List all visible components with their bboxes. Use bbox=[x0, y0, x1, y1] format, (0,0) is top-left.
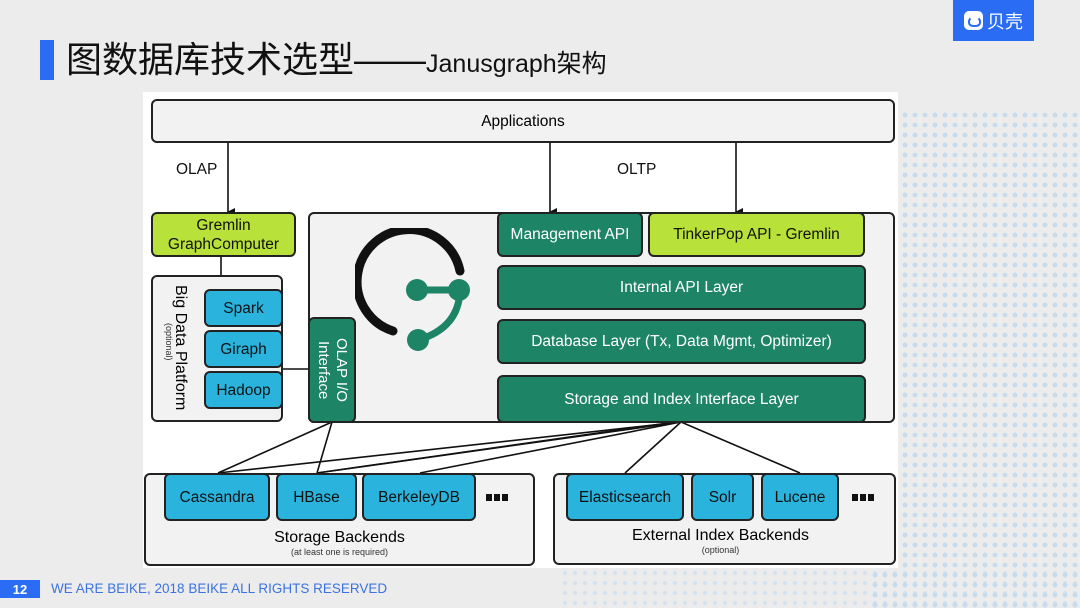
index-more-icon bbox=[852, 494, 874, 501]
janusgraph-logo-icon bbox=[355, 228, 470, 351]
line-storage-cassandra bbox=[217, 421, 682, 474]
cassandra-box: Cassandra bbox=[164, 473, 270, 521]
big-data-platform-title: Big Data Platform bbox=[172, 285, 189, 411]
lucene-box: Lucene bbox=[761, 473, 839, 521]
database-layer-label: Database Layer (Tx, Data Mgmt, Optimizer… bbox=[531, 333, 832, 350]
title-accent-bar bbox=[40, 40, 54, 80]
tinkerpop-api-label: TinkerPop API - Gremlin bbox=[673, 226, 840, 243]
applications-box: Applications bbox=[151, 99, 895, 143]
elasticsearch-box: Elasticsearch bbox=[566, 473, 684, 521]
cassandra-label: Cassandra bbox=[179, 488, 255, 506]
footer-text: WE ARE BEIKE, 2018 BEIKE ALL RIGHTS RESE… bbox=[51, 581, 388, 596]
giraph-box: Giraph bbox=[204, 330, 283, 368]
line-storage-elasticsearch bbox=[624, 421, 682, 474]
gremlin-graphcomputer-box: Gremlin GraphComputer bbox=[151, 212, 296, 257]
tinkerpop-api-box: TinkerPop API - Gremlin bbox=[648, 212, 865, 257]
internal-api-layer-box: Internal API Layer bbox=[497, 265, 866, 310]
line-storage-hbase-2 bbox=[316, 421, 676, 474]
index-backends-note: (optional) bbox=[701, 545, 740, 555]
beike-logo: 贝壳 bbox=[953, 0, 1034, 41]
olap-io-interface-box: OLAP I/O Interface bbox=[308, 317, 356, 423]
line-storage-berkeleydb bbox=[419, 421, 682, 474]
oltp-label: OLTP bbox=[617, 161, 657, 178]
lucene-label: Lucene bbox=[774, 488, 826, 506]
beike-house-icon bbox=[964, 11, 983, 30]
applications-label: Applications bbox=[481, 112, 565, 130]
line-olapio-cassandra bbox=[217, 421, 333, 474]
olap-label: OLAP bbox=[176, 161, 218, 178]
storage-index-interface-layer-box: Storage and Index Interface Layer bbox=[497, 375, 866, 423]
hadoop-box: Hadoop bbox=[204, 371, 283, 409]
page-number: 12 bbox=[0, 580, 40, 598]
logo-text: 贝壳 bbox=[987, 11, 1023, 32]
title-main: 图数据库技术选型—— bbox=[66, 39, 427, 80]
storage-backends-note: (at least one is required) bbox=[290, 547, 389, 557]
gremlin-graphcomputer-label: Gremlin GraphComputer bbox=[167, 216, 280, 253]
storage-more-icon bbox=[486, 494, 508, 501]
hadoop-label: Hadoop bbox=[216, 381, 271, 399]
line-storage-lucene bbox=[680, 421, 801, 474]
hbase-box: HBase bbox=[276, 473, 357, 521]
big-data-platform-note: (optional) bbox=[164, 323, 174, 361]
giraph-label: Giraph bbox=[220, 340, 267, 358]
storage-backends-title: Storage Backends bbox=[274, 529, 405, 546]
storage-index-interface-layer-label: Storage and Index Interface Layer bbox=[564, 390, 799, 408]
spark-label: Spark bbox=[223, 299, 264, 317]
internal-api-layer-label: Internal API Layer bbox=[619, 279, 744, 296]
dot-pattern-decoration-bottom bbox=[560, 568, 1080, 608]
page-title: 图数据库技术选型——Janusgraph架构 bbox=[66, 38, 607, 86]
database-layer-box: Database Layer (Tx, Data Mgmt, Optimizer… bbox=[497, 319, 866, 364]
hbase-label: HBase bbox=[293, 488, 340, 506]
management-api-box: Management API bbox=[497, 212, 643, 257]
dot-pattern-decoration bbox=[870, 110, 1080, 608]
solr-label: Solr bbox=[708, 488, 737, 506]
index-backends-title: External Index Backends bbox=[632, 527, 809, 544]
title-sub: Janusgraph架构 bbox=[426, 50, 607, 78]
line-olapio-hbase bbox=[316, 421, 333, 474]
berkeleydb-label: BerkeleyDB bbox=[378, 488, 460, 506]
management-api-label: Management API bbox=[510, 226, 630, 243]
spark-box: Spark bbox=[204, 289, 283, 327]
berkeleydb-box: BerkeleyDB bbox=[362, 473, 476, 521]
olap-io-interface-label: OLAP I/O Interface bbox=[315, 338, 350, 402]
solr-box: Solr bbox=[691, 473, 754, 521]
elasticsearch-label: Elasticsearch bbox=[578, 488, 672, 506]
